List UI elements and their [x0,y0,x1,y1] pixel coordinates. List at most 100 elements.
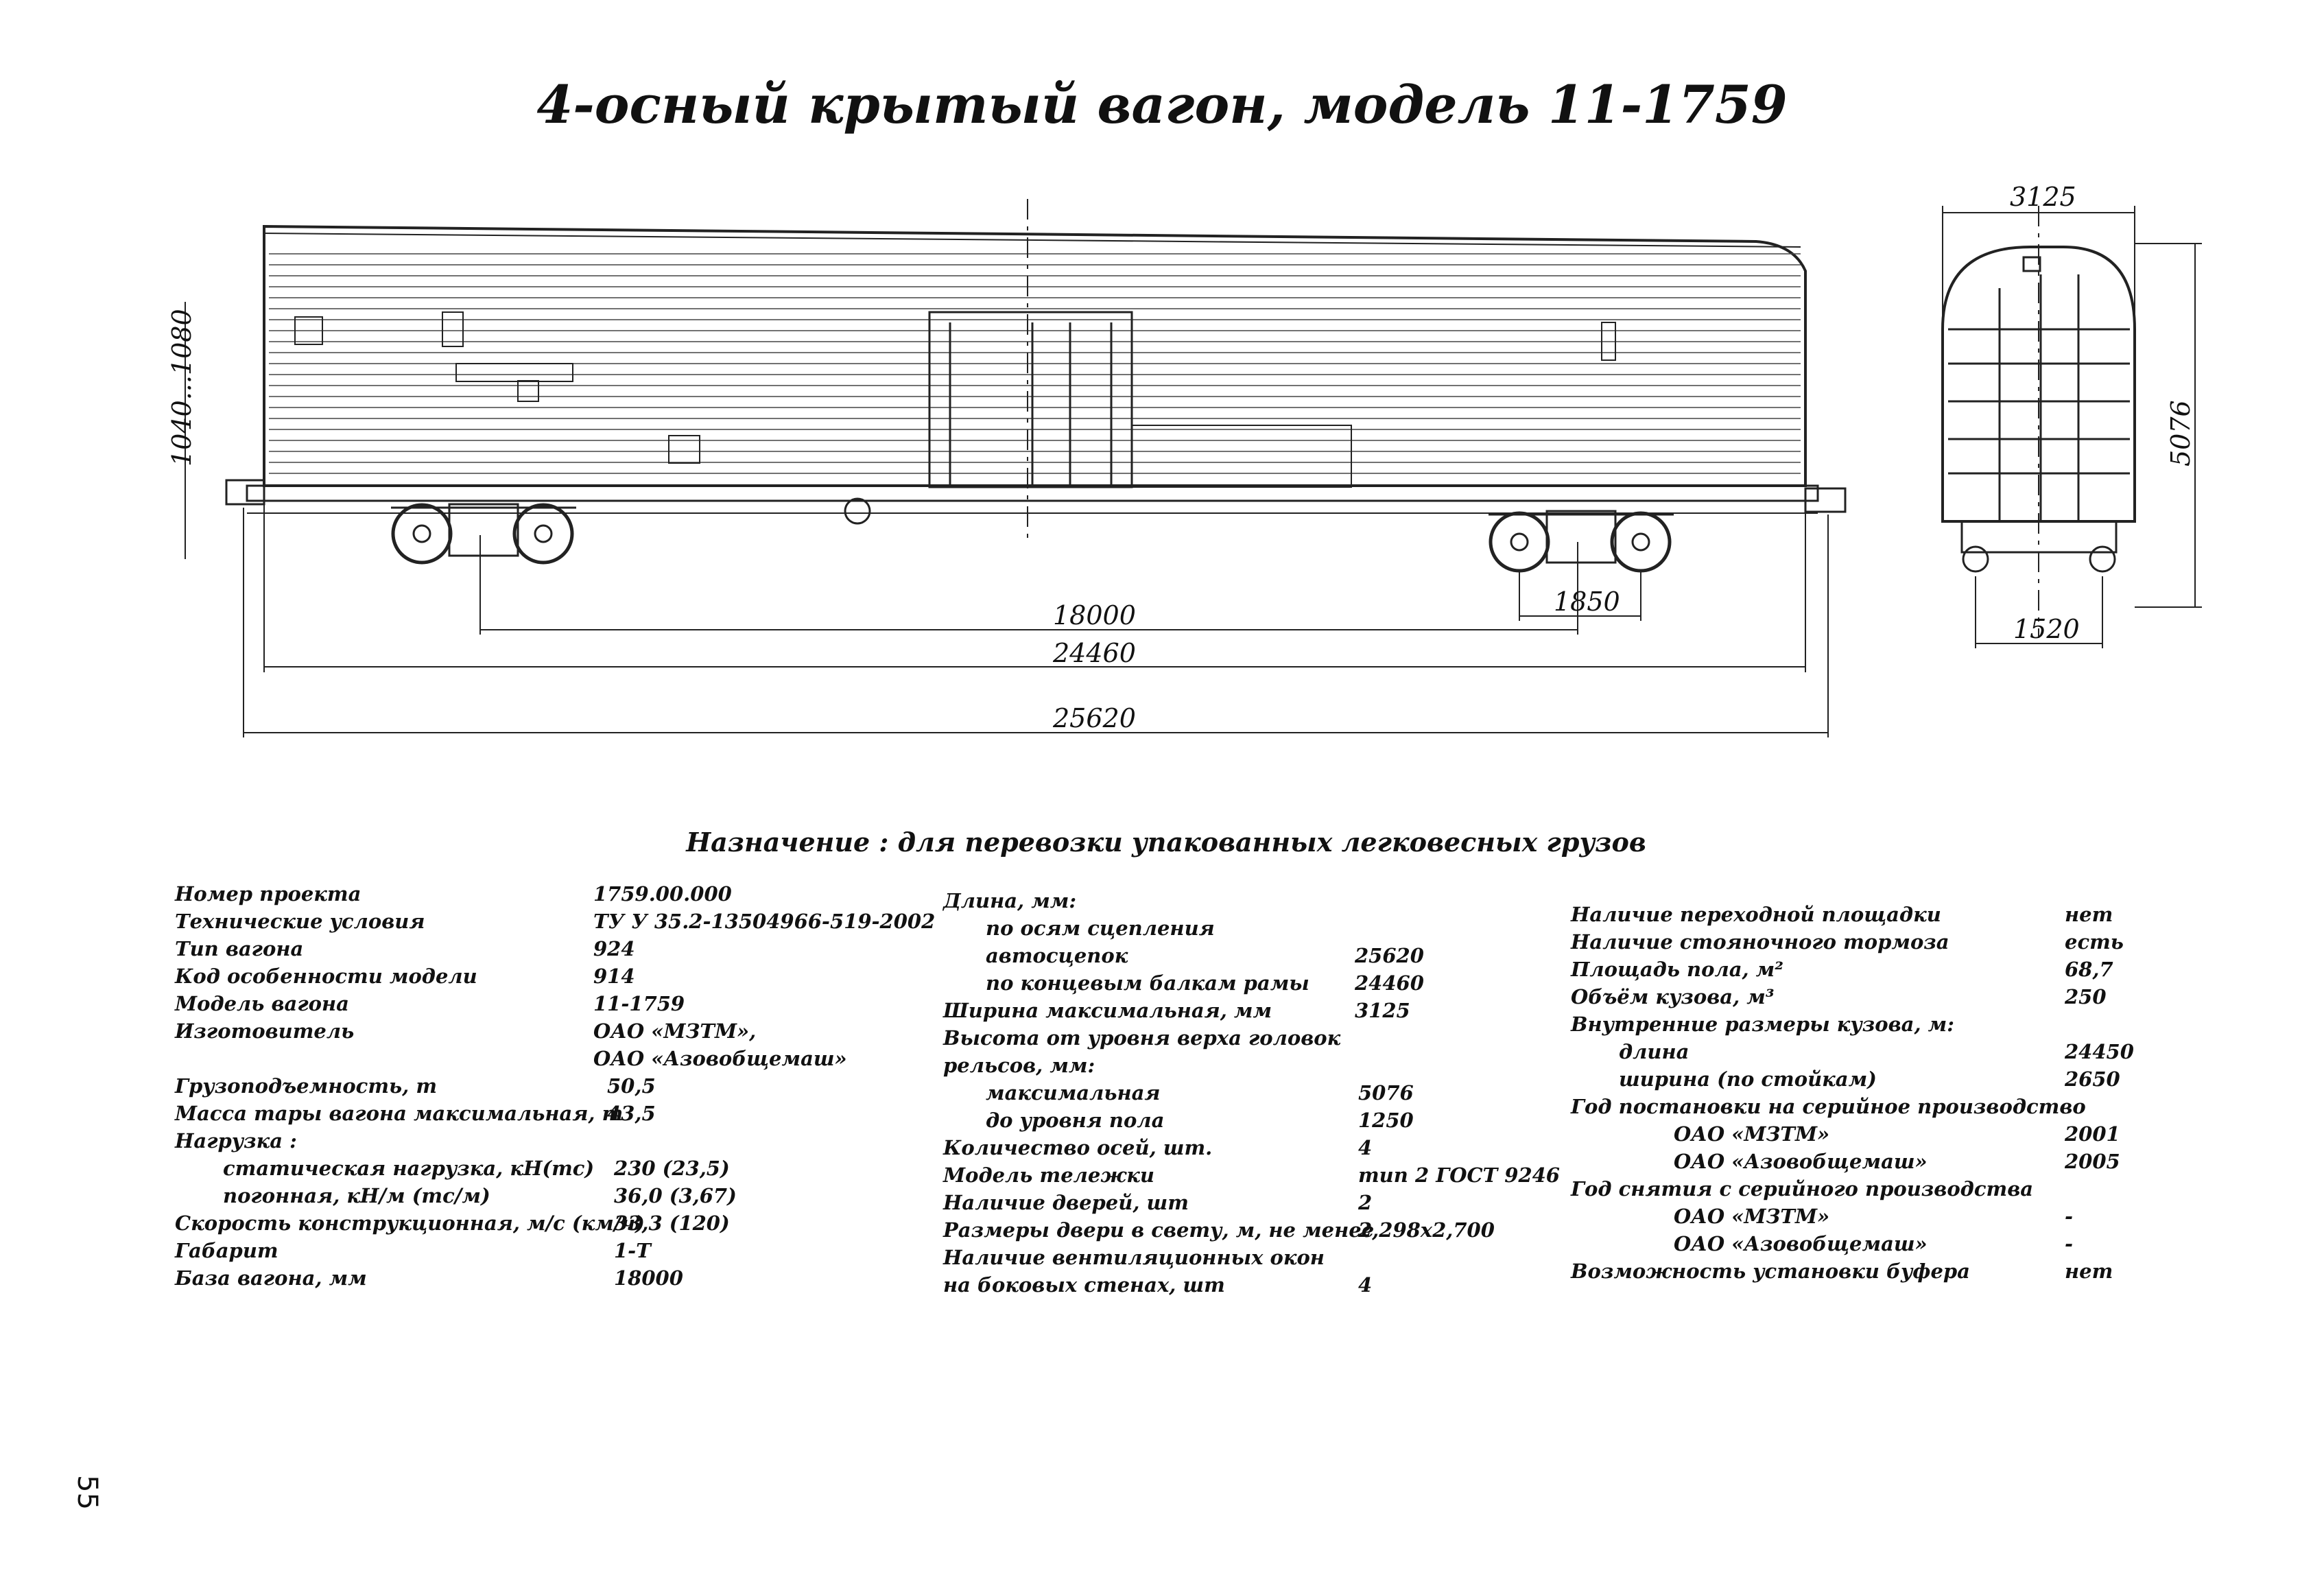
spec-value: - [2065,1205,2074,1228]
spec-value: нет [2065,1260,2113,1283]
spec-value: нет [2065,903,2113,926]
spec-label: длина [1619,1040,1689,1063]
spec-label: Изготовитель [175,1019,355,1043]
spec-row: рельсов, мм: [943,1052,1561,1079]
page-title: 4-осный крытый вагон, модель 11-1759 [536,74,1788,135]
side-dimensions [185,302,1829,737]
dim-height-range: 1040...1080 [167,309,197,466]
spec-value: 11-1759 [593,992,685,1015]
spec-value: 1250 [1358,1109,1414,1132]
spec-label: Год постановки на серийное производство [1571,1095,2086,1118]
spec-value: 250 [2065,985,2107,1008]
spec-label: Объём кузова, м³ [1571,985,1775,1008]
spec-row: Год снятия с серийного производства [1571,1175,2257,1203]
spec-row: Тип вагона 924 [175,935,929,962]
end-view [1941,206,2136,638]
dim-width: 3125 [2010,182,2076,212]
spec-row: Модель вагона 11-1759 [175,990,929,1017]
spec-label: Масса тары вагона максимальная, т [175,1102,624,1125]
spec-label: Количество осей, шт. [943,1136,1213,1159]
dim-gauge: 1520 [2013,614,2080,644]
spec-label: Номер проекта [175,882,361,906]
spec-label: по концевым балкам рамы [986,971,1309,995]
spec-label: автосцепок [986,944,1128,967]
spec-value: 2001 [2065,1122,2120,1146]
spec-label: Технические условия [175,910,425,933]
spec-label: ОАО «МЗТМ» [1674,1205,1830,1228]
spec-value: 914 [593,965,635,988]
end-dimensions [1942,206,2202,648]
specs-col1: Номер проекта 1759.00.000 Технические усл… [175,880,935,1292]
spec-label: Размеры двери в свету, м, не менее [943,1218,1375,1242]
spec-label: статическая нагрузка, кН(тс) [223,1157,595,1180]
spec-label: Внутренние размеры кузова, м: [1571,1013,1954,1036]
spec-value: ОАО «МЗТМ», [593,1019,757,1043]
spec-label: Ширина максимальная, мм [943,999,1272,1022]
spec-row: Количество осей, шт.4 [943,1134,1561,1161]
spec-row: по осям сцепления [943,914,1561,942]
spec-row: ширина (по стойкам) 2650 [1571,1065,2257,1093]
spec-label: База вагона, мм [175,1266,367,1290]
spec-row: Технические условия ТУ У 35.2-13504966-51… [175,908,935,935]
spec-row: Наличие переходной площадки нет [1571,901,2257,928]
spec-row: Наличие дверей, шт 2 [943,1189,1561,1216]
spec-value: 3125 [1355,999,1410,1022]
spec-row: Нагрузка : [175,1127,929,1155]
spec-label: ширина (по стойкам) [1619,1067,1877,1091]
spec-value: 36,0 (3,67) [614,1184,737,1207]
spec-label: погонная, кН/м (тс/м) [223,1184,490,1207]
spec-row: статическая нагрузка, кН(тс)230 (23,5) [175,1155,929,1182]
bogie-right [1489,510,1674,573]
spec-label: рельсов, мм: [943,1054,1095,1077]
spec-row: ОАО «Азовобщемаш»- [1571,1230,2257,1257]
spec-value: есть [2065,930,2124,954]
spec-row: Объём кузова, м³ 250 [1571,983,2257,1011]
spec-row: База вагона, мм 18000 [175,1264,929,1292]
spec-row: Номер проекта 1759.00.000 [175,880,929,908]
spec-row: Внутренние размеры кузова, м: [1571,1011,2257,1038]
dim-frame-length: 24460 [1052,638,1136,668]
spec-value: 43,5 [607,1102,656,1125]
bogie-left [391,503,576,565]
spec-value: 924 [593,937,635,960]
spec-label: Модель вагона [175,992,349,1015]
spec-value: ТУ У 35.2-13504966-519-2002 [593,910,936,933]
spec-label: на боковых стенах, шт [943,1273,1225,1297]
spec-label: Наличие дверей, шт [943,1191,1189,1214]
dim-height: 5076 [2166,400,2196,466]
spec-value: 1-Т [614,1239,651,1262]
dim-bogie-base: 1850 [1554,587,1620,617]
spec-label: Грузоподъемность, т [175,1074,438,1098]
spec-row: Высота от уровня верха головок [943,1024,1561,1052]
spec-label: Тип вагона [175,937,304,960]
spec-label: Площадь пола, м² [1571,958,1783,981]
spec-label: Наличие переходной площадки [1571,903,1941,926]
spec-label: Наличие вентиляционных окон [943,1246,1325,1269]
spec-value: 1759.00.000 [593,882,732,906]
spec-label: Модель тележки [943,1163,1154,1187]
spec-label: ОАО «МЗТМ» [1674,1122,1830,1146]
page-number: 55 [71,1475,103,1510]
spec-label: Высота от уровня верха головок [943,1026,1341,1050]
spec-value: 18000 [614,1266,683,1290]
spec-value: 2650 [2065,1067,2120,1091]
spec-row: Ширина максимальная, мм 3125 [943,997,1561,1024]
spec-value: тип 2 ГОСТ 9246 [1358,1163,1560,1187]
spec-row: Код особенности модели 914 [175,962,929,990]
spec-label: ОАО «Азовобщемаш» [1674,1232,1928,1255]
spec-label: Код особенности модели [175,965,477,988]
spec-label: Габарит [175,1239,278,1262]
spec-value: 2 [1358,1191,1373,1214]
spec-label: Скорость конструкционная, м/с (км/ч) [175,1212,645,1235]
spec-row: Скорость конструкционная, м/с (км/ч)33,3… [175,1209,929,1237]
